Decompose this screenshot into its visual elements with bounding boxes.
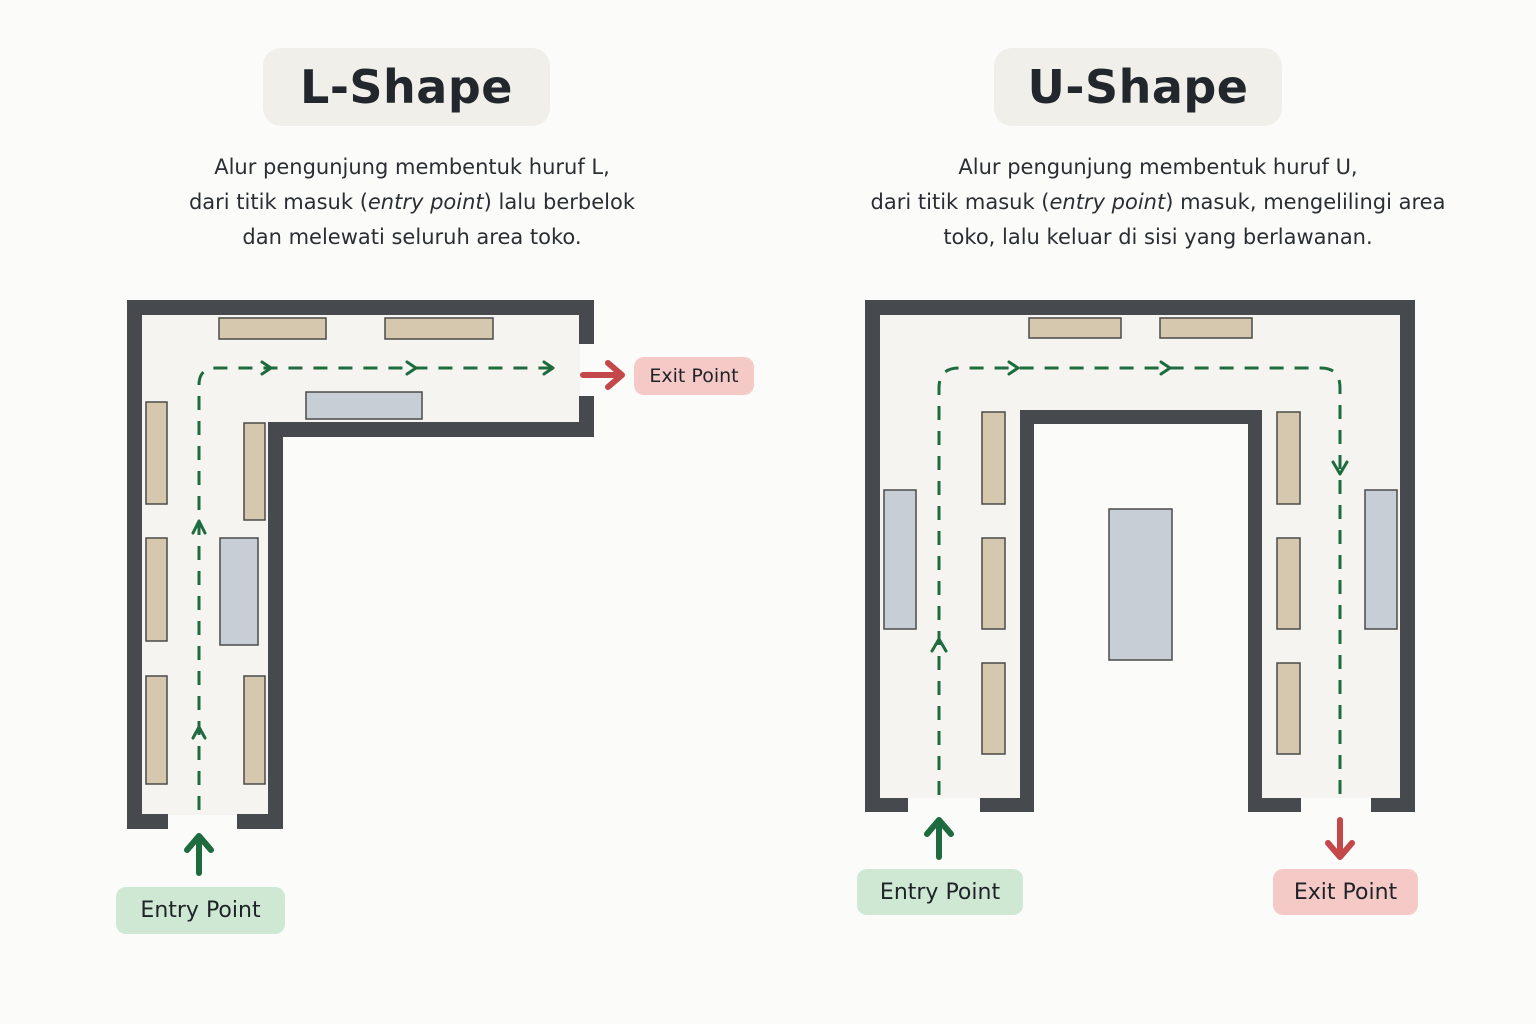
u-shape-flow-chevrons [930,360,1349,653]
u-shelf-right-3 [1276,662,1301,755]
l-shape-displays [219,391,423,646]
u-shape-displays [883,489,1398,661]
u-shape-desc-line-2: dari titik masuk (entry point) masuk, me… [848,185,1468,220]
l-shelf-top-2 [384,317,494,340]
l-chevron-right-1 [260,360,273,376]
u-shape-shelves [981,317,1301,755]
u-shelf-left-1 [981,411,1006,505]
u-wall-top [865,300,1415,315]
u-shape-desc-emphasis: entry point [1049,190,1166,214]
u-chevron-right-2 [1159,360,1172,376]
u-wall-bottom-1 [865,798,908,812]
l-shape-description: Alur pengunjung membentuk huruf L, dari … [120,150,704,255]
l-wall-left [127,300,142,829]
u-shape-desc-line-2-prefix: dari titik masuk ( [870,190,1050,214]
u-exit-arrow-icon [1325,817,1355,860]
l-shape-shelves [145,317,494,785]
u-shape-desc-line-2-suffix: ) masuk, mengelilingi area [1165,190,1446,214]
u-wall-left [865,300,880,812]
u-shape-title: U-Shape [994,48,1282,126]
l-exit-arrow-icon [580,360,625,390]
l-wall-bottom-right [237,814,283,829]
l-wall-inner-horizontal [268,422,594,437]
u-shape-plan [865,300,1415,860]
l-shelf-mid-1 [243,422,266,521]
l-display-top [305,391,423,420]
l-shape-flow-chevrons [191,360,555,740]
l-shape-flow-path [197,366,552,810]
u-shape-desc-line-3: toko, lalu keluar di sisi yang berlawana… [943,225,1373,249]
u-shelf-top-1 [1028,317,1122,339]
l-shelf-mid-2 [243,675,266,785]
l-wall-bottom-left [127,814,168,829]
u-shelf-right-2 [1276,537,1301,630]
l-display-mid [219,537,259,646]
u-entry-arrow-icon [924,817,954,860]
l-entry-arrow-icon [184,833,214,876]
l-wall-right-upper [579,300,594,344]
l-chevron-up-2 [191,519,207,535]
l-wall-inner-vertical [268,422,283,829]
u-wall-bottom-3 [1248,798,1301,812]
u-shape-desc-line-1: Alur pengunjung membentuk huruf U, [958,155,1358,179]
l-shape-plan [127,300,625,876]
u-shelf-left-2 [981,537,1006,630]
u-chevron-right-1 [1007,360,1020,376]
u-display-center [1108,508,1173,661]
u-shape-floor [880,315,1400,798]
u-shelf-right-1 [1276,411,1301,505]
l-shape-floor [141,315,580,815]
u-display-right [1364,489,1398,630]
u-display-left [883,489,917,630]
u-wall-bottom-2 [980,798,1034,812]
l-exit-point-badge: Exit Point [634,357,754,395]
l-shape-desc-emphasis: entry point [367,190,484,214]
u-wall-bottom-4 [1371,798,1415,812]
u-wall-right [1400,300,1415,812]
u-wall-inner-right [1248,410,1262,812]
l-shape-panel: L-Shape Alur pengunjung membentuk huruf … [120,48,704,255]
u-shape-panel: U-Shape Alur pengunjung membentuk huruf … [768,0,1536,1024]
l-chevron-up-1 [191,725,207,740]
l-chevron-right-2 [405,360,418,376]
l-shape-title: L-Shape [263,48,550,126]
l-shelf-top-1 [218,317,327,340]
l-shape-desc-line-2-suffix: ) lalu berbelok [483,190,636,214]
l-shape-desc-line-3: dan melewati seluruh area toko. [242,225,582,249]
u-shape-walls [865,300,1415,812]
u-chevron-up-1 [930,637,948,653]
u-shape-description: Alur pengunjung membentuk huruf U, dari … [848,150,1468,255]
u-wall-inner-left [1020,410,1034,812]
u-shelf-left-3 [981,662,1006,755]
l-shape-walls [127,300,594,829]
l-entry-point-badge: Entry Point [116,887,285,934]
u-chevron-down-1 [1331,460,1349,476]
u-wall-inner-top [1020,410,1262,424]
l-shape-desc-line-1: Alur pengunjung membentuk huruf L, [214,155,610,179]
l-shape-desc-line-2-prefix: dari titik masuk ( [188,190,368,214]
l-shelf-left-3 [145,675,168,785]
l-chevron-right-3 [542,360,555,376]
u-exit-point-badge: Exit Point [1273,869,1418,915]
u-entry-point-badge: Entry Point [857,869,1023,915]
l-shelf-left-2 [145,537,168,642]
l-shelf-left-1 [145,401,168,505]
l-shape-desc-line-2: dari titik masuk (entry point) lalu berb… [120,185,704,220]
u-shelf-top-2 [1159,317,1253,339]
l-wall-top [127,300,594,315]
